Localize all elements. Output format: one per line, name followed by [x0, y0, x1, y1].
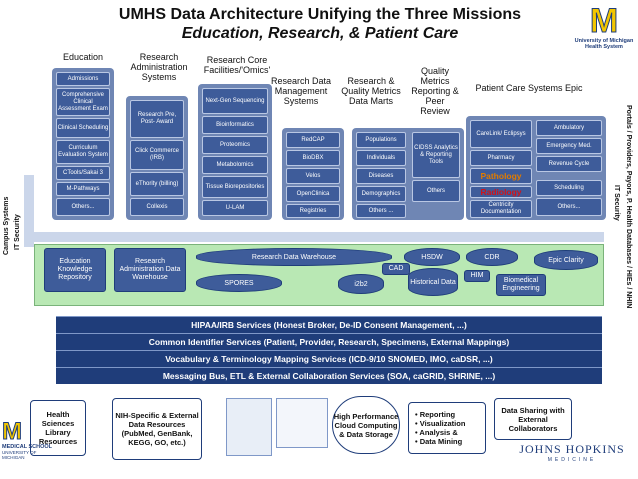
it-security-left-label: IT Security	[14, 214, 21, 250]
header-quality-metrics: Quality Metrics Reporting & Peer Review	[411, 66, 459, 116]
umhs-logo: M University of Michigan Health System	[573, 4, 635, 56]
research-core-item: Next-Gen Sequencing	[202, 88, 268, 114]
education-item: Curriculum Evaluation System	[56, 140, 110, 164]
hipaa-services-band: HIPAA/IRB Services (Honest Broker, De-ID…	[56, 316, 602, 333]
radiology-label: Radiology	[480, 186, 522, 197]
health-sciences-library-box: Health Sciences Library Resources	[30, 400, 86, 456]
data-mart-item: Populations	[356, 132, 406, 148]
data-sharing-box: Data Sharing with External Collaborators	[494, 398, 572, 440]
reporting-item: • Analysis &	[415, 428, 458, 437]
header-research-data-mgmt: Research Data Management Systems	[270, 76, 332, 106]
patient-care-item: Revenue Cycle	[536, 156, 602, 172]
research-admin-item: Collexis	[130, 198, 184, 216]
campus-systems-label: Campus Systems	[3, 196, 10, 255]
hopkins-line1: JOHNS HOPKINS	[519, 442, 625, 456]
medical-school-logo: M MEDICAL SCHOOL UNIVERSITY OF MICHIGAN	[2, 418, 58, 476]
patient-care-item: Radiology	[470, 186, 532, 198]
block-m-icon: M	[589, 2, 619, 40]
research-core-item: Metabolomics	[202, 156, 268, 174]
patient-care-item: Scheduling	[536, 180, 602, 196]
logo-line2: Health System	[585, 44, 623, 50]
cad-box: CAD	[382, 263, 410, 275]
research-data-warehouse: Research Data Warehouse	[196, 248, 392, 266]
nih-resources-box: NIH-Specific & External Data Resources (…	[112, 398, 202, 460]
education-item: CTools/Sakai 3	[56, 166, 110, 180]
research-core-item: Proteomics	[202, 136, 268, 154]
reporting-item: • Visualization	[415, 419, 466, 428]
education-repository: Education Knowledge Repository	[44, 248, 106, 292]
medical-school-line2: UNIVERSITY OF MICHIGAN	[2, 450, 37, 460]
biomedical-engineering-box: Biomedical Engineering	[496, 274, 546, 296]
research-admin-warehouse: Research Administration Data Warehouse	[114, 248, 186, 292]
reporting-item: • Reporting	[415, 410, 456, 419]
header-research-admin: Research Administration Systems	[130, 52, 188, 82]
data-mart-item: Diseases	[356, 168, 406, 184]
education-item: Admissions	[56, 72, 110, 86]
historical-data-db: Historical Data	[408, 268, 458, 296]
medical-school-line1: MEDICAL SCHOOL	[2, 444, 53, 450]
cdr-db: CDR	[466, 248, 518, 266]
patient-care-item: Ambulatory	[536, 120, 602, 136]
johns-hopkins-logo: JOHNS HOPKINS MEDICINE	[508, 442, 636, 476]
patient-care-item: Pharmacy	[470, 150, 532, 166]
it-security-band	[34, 232, 604, 242]
data-mart-item: Individuals	[356, 150, 406, 166]
quality-item: Others	[412, 180, 460, 202]
research-data-item: RedCAP	[286, 132, 340, 148]
vocabulary-services-band: Vocabulary & Terminology Mapping Service…	[56, 350, 602, 367]
him-box: HIM	[464, 270, 490, 282]
portals-label: Portals / Providers, Payors, P. Health D…	[625, 105, 632, 309]
research-data-item: BioDBX	[286, 150, 340, 166]
chart-thumbnail	[276, 398, 328, 448]
education-item: M-Pathways	[56, 182, 110, 196]
header-research-core: Research Core Facilities/'Omics'	[203, 55, 271, 75]
education-item: Others...	[56, 198, 110, 216]
research-admin-item: Research Pre, Post- Award	[130, 100, 184, 138]
research-data-item: Velos	[286, 168, 340, 184]
pathology-label: Pathology	[480, 170, 522, 181]
research-core-item: Tissue Biorepositories	[202, 176, 268, 198]
header-patient-care: Patient Care Systems Epic	[475, 83, 583, 93]
it-security-right-label: IT Security	[613, 185, 620, 221]
research-core-item: U-LAM	[202, 200, 268, 216]
reporting-box: • Reporting • Visualization • Analysis &…	[408, 402, 486, 454]
research-data-item: Registries	[286, 204, 340, 218]
research-data-item: OpenClinica	[286, 186, 340, 202]
hsdw-db: HSDW	[404, 248, 460, 266]
patient-care-item: Emergency Med.	[536, 138, 602, 154]
epic-clarity-db: Epic Clarity	[534, 250, 598, 270]
patient-care-item: Others...	[536, 198, 602, 216]
block-m-icon: M	[2, 418, 23, 445]
diagram-title: UMHS Data Architecture Unifying the Thre…	[118, 6, 522, 23]
diagram-subtitle: Education, Research, & Patient Care	[181, 25, 459, 42]
messaging-services-band: Messaging Bus, ETL & External Collaborat…	[56, 367, 602, 384]
spores-db: SPORES	[196, 274, 282, 292]
research-core-item: Bioinformatics	[202, 116, 268, 134]
education-item: Comprehensive Clinical Assessment Exam	[56, 88, 110, 116]
patient-care-item: Centricity Documentation	[470, 200, 532, 218]
i2b2-db: i2b2	[338, 274, 384, 294]
logo-line1: University of Michigan	[574, 38, 634, 44]
screenshot-thumbnail	[226, 398, 272, 456]
data-mart-item: Others ...	[356, 204, 406, 218]
research-admin-item: eThority (billing)	[130, 172, 184, 196]
identifier-services-band: Common Identifier Services (Patient, Pro…	[56, 333, 602, 350]
quality-item: CIDSS Analytics & Reporting Tools	[412, 132, 460, 178]
hopkins-line2: MEDICINE	[547, 457, 597, 463]
patient-care-item: CareLink/ Eclipsys	[470, 120, 532, 148]
cloud-computing-box: High Performance Cloud Computing & Data …	[332, 396, 400, 454]
research-admin-item: Click Commerce (IRB)	[130, 140, 184, 170]
header-education: Education	[62, 52, 104, 62]
patient-care-item: Pathology	[470, 168, 532, 184]
data-mart-item: Demographics	[356, 186, 406, 202]
header-research-quality: Research & Quality Metrics Data Marts	[341, 76, 401, 106]
reporting-item: • Data Mining	[415, 437, 463, 446]
it-security-left-bar	[24, 175, 34, 247]
education-item: Clinical Scheduling	[56, 118, 110, 138]
